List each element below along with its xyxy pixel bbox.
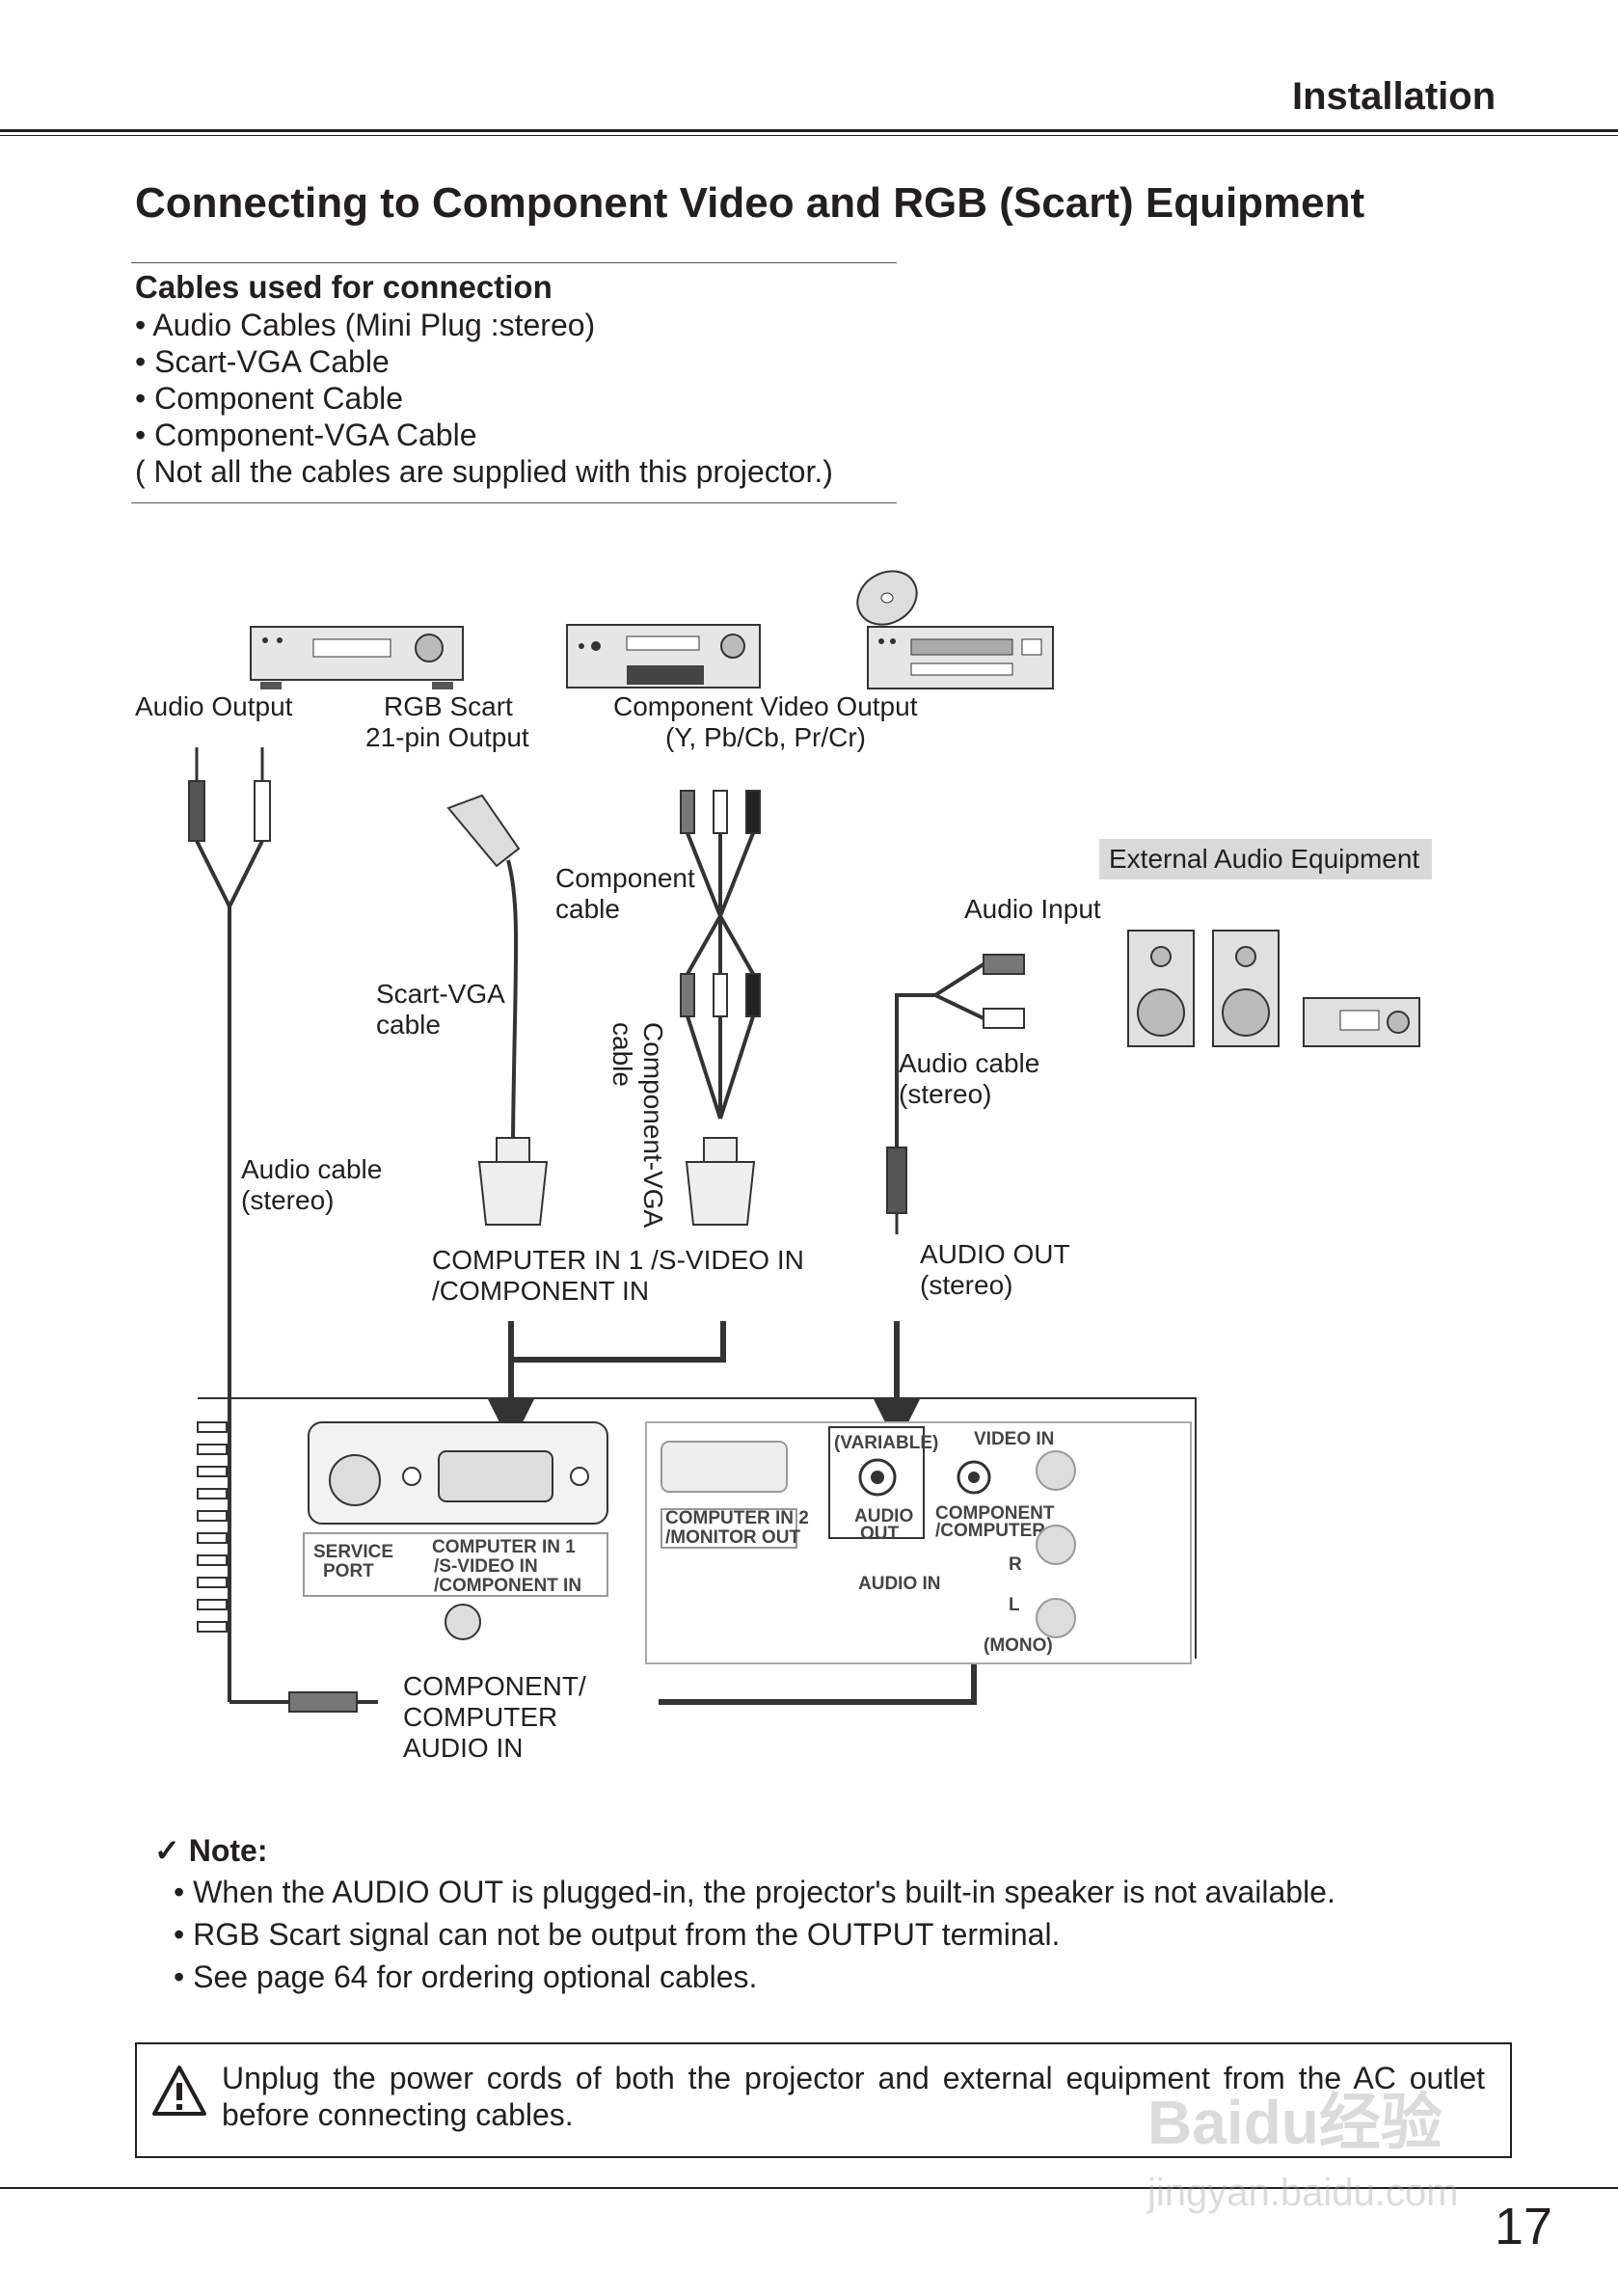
- comp-audio-in-label-2: COMPUTER: [403, 1702, 557, 1732]
- audio-cable-right-label-2: (stereo): [899, 1079, 991, 1109]
- panel-ci2-label-2: /MONITOR OUT: [665, 1527, 800, 1548]
- note-item: • See page 64 for ordering optional cabl…: [174, 1959, 758, 1994]
- warning-text: Unplug the power cords of both the proje…: [222, 2061, 1485, 2132]
- audio-out-label: AUDIO OUT: [920, 1239, 1070, 1269]
- note-title: Note:: [188, 1833, 268, 1868]
- speaker-icon: [1127, 930, 1280, 1047]
- vcr-device-icon: [250, 626, 464, 689]
- video-in-label: VIDEO IN: [974, 1429, 1054, 1449]
- audio-rca-plugs-icon: [188, 747, 378, 1713]
- panel-ci1-label: COMPUTER IN 1: [432, 1537, 576, 1557]
- header-rule-thin: [0, 135, 1618, 136]
- component-cable-label-2: cable: [555, 894, 620, 924]
- watermark-url: jingyan.baidu.com: [1147, 2172, 1459, 2214]
- page-title: Connecting to Component Video and RGB (S…: [135, 179, 1365, 227]
- footer-rule: [0, 2187, 1618, 2189]
- cables-heading: Cables used for connection: [135, 269, 553, 305]
- comp-audio-in-label-3: AUDIO IN: [403, 1733, 523, 1763]
- component-cable-icon: [680, 790, 761, 1226]
- cable-item: • Audio Cables (Mini Plug :stereo): [135, 308, 596, 342]
- component-cable-label: Component: [555, 863, 695, 893]
- panel-audio-in-label: AUDIO IN: [858, 1574, 941, 1594]
- header-rule: [0, 129, 1618, 132]
- watermark-text: Baidu经验: [1147, 2088, 1443, 2157]
- audio-cable-left-label: Audio cable: [241, 1154, 382, 1184]
- external-audio-badge: [1099, 839, 1432, 879]
- audio-cable-right-icon: [886, 954, 1025, 1234]
- panel-audio-out-label: AUDIO: [854, 1506, 913, 1526]
- scart-vga-cable-label: Scart-VGA: [376, 979, 505, 1009]
- watermark-logo: Baidu经验 jingyan.baidu.com: [1147, 2073, 1533, 2266]
- computer-in-label-2: /COMPONENT IN: [432, 1276, 649, 1306]
- projector-panel: SERVICE PORT COMPUTER IN 1 /S-VIDEO IN /…: [197, 1397, 1197, 1664]
- panel-ci1-label-2: /S-VIDEO IN: [434, 1556, 538, 1577]
- service-port-label: SERVICE: [313, 1542, 393, 1562]
- external-audio-label: External Audio Equipment: [1109, 844, 1419, 874]
- scart-vga-cable-icon: [446, 794, 549, 1226]
- panel-r-label: R: [1009, 1554, 1022, 1575]
- cable-item: • Scart-VGA Cable: [135, 344, 390, 379]
- check-icon: ✓: [154, 1833, 180, 1868]
- note-item: • RGB Scart signal can not be output fro…: [174, 1917, 1061, 1952]
- audio-input-label: Audio Input: [964, 894, 1101, 924]
- audio-cable-left-label-2: (stereo): [241, 1185, 334, 1215]
- component-output-label-2: (Y, Pb/Cb, Pr/Cr): [665, 722, 866, 752]
- service-port-label-2: PORT: [323, 1561, 374, 1581]
- variable-label: (VARIABLE): [834, 1433, 938, 1453]
- warning-icon: [152, 2066, 206, 2116]
- computer-in-label: COMPUTER IN 1 /S-VIDEO IN: [432, 1245, 804, 1275]
- connection-diagram: Audio Output RGB Scart 21-pin Output Com…: [125, 559, 1495, 1774]
- note-item: • When the AUDIO OUT is plugged-in, the …: [174, 1875, 1335, 1909]
- diagram-svg: Audio Output RGB Scart 21-pin Output Com…: [135, 570, 1432, 1763]
- panel-comp-label: COMPONENT: [935, 1503, 1055, 1524]
- cables-list-box: Cables used for connection • Audio Cable…: [131, 262, 897, 503]
- amplifier-icon: [1303, 997, 1420, 1047]
- panel-ci1-label-3: /COMPONENT IN: [434, 1576, 581, 1596]
- panel-comp-label-2: /COMPUTER: [935, 1521, 1045, 1541]
- panel-ci2-label: COMPUTER IN 2: [665, 1508, 809, 1528]
- component-source-device-icon: [566, 624, 761, 689]
- rgb-scart-label-2: 21-pin Output: [365, 722, 529, 752]
- cable-item: • Component-VGA Cable: [135, 418, 477, 452]
- panel-audio-out-label-2: OUT: [860, 1524, 900, 1544]
- audio-output-label: Audio Output: [135, 691, 293, 721]
- component-output-label: Component Video Output: [613, 691, 918, 721]
- rgb-scart-label: RGB Scart: [384, 691, 513, 721]
- note-heading: ✓ Note:: [154, 1832, 267, 1869]
- dvd-player-icon: [856, 570, 1054, 689]
- panel-mono-label: (MONO): [984, 1635, 1053, 1656]
- scart-vga-cable-label-2: cable: [376, 1010, 441, 1040]
- component-vga-cable-label: Component-VGA: [638, 1022, 668, 1229]
- page-number: 17: [1495, 2198, 1553, 2255]
- comp-audio-in-label: COMPONENT/: [403, 1671, 586, 1701]
- component-vga-cable-label-2: cable: [607, 1022, 637, 1087]
- audio-out-label-2: (stereo): [920, 1270, 1012, 1300]
- section-header: Installation: [1292, 75, 1497, 118]
- cable-item: • Component Cable: [135, 381, 404, 416]
- audio-cable-right-label: Audio cable: [899, 1048, 1039, 1078]
- panel-l-label: L: [1009, 1595, 1020, 1615]
- cable-note: ( Not all the cables are supplied with t…: [135, 454, 833, 489]
- warning-box: Unplug the power cords of both the proje…: [135, 2042, 1512, 2158]
